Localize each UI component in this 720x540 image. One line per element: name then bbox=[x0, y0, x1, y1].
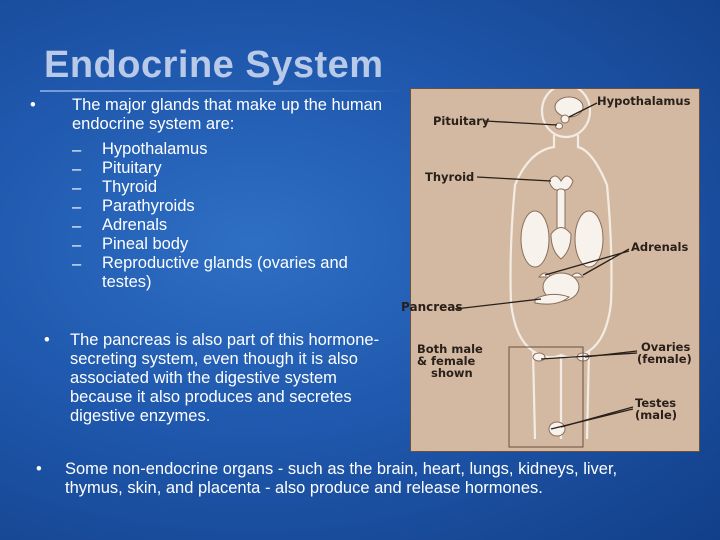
thyroid-shape bbox=[548, 175, 574, 191]
dash-symbol: – bbox=[72, 179, 82, 197]
gland-pineal-body: Pineal body bbox=[102, 235, 189, 253]
gland-thyroid: Thyroid bbox=[102, 178, 158, 196]
list-item: – Thyroid bbox=[72, 178, 392, 197]
testes-shape bbox=[548, 421, 566, 437]
list-item: – Hypothalamus bbox=[72, 140, 392, 159]
label-hypothalamus: Hypothalamus bbox=[597, 94, 691, 108]
dash-symbol: – bbox=[72, 160, 82, 178]
gland-pituitary: Pituitary bbox=[102, 159, 162, 177]
testes-pointer-2 bbox=[550, 408, 634, 430]
label-testes-line1: Testes bbox=[635, 396, 677, 410]
bullet-pancreas-text: The pancreas is also part of this hormon… bbox=[70, 331, 380, 425]
left-lung-shape bbox=[520, 210, 550, 268]
label-both-line2: & female bbox=[417, 354, 476, 368]
bullet-symbol: • bbox=[36, 460, 42, 478]
label-ovaries-line1: Ovaries bbox=[641, 340, 691, 354]
pituitary-pointer bbox=[484, 120, 558, 126]
dash-symbol: – bbox=[72, 217, 82, 235]
dash-symbol: – bbox=[72, 198, 82, 216]
bullet-non-endocrine: • Some non-endocrine organs - such as th… bbox=[36, 460, 656, 498]
gland-parathyroids: Parathyroids bbox=[102, 197, 195, 215]
list-item: – Adrenals bbox=[72, 216, 392, 235]
heart-shape bbox=[550, 227, 572, 260]
label-thyroid: Thyroid bbox=[425, 170, 475, 184]
reproductive-box bbox=[508, 346, 584, 448]
gland-list: – Hypothalamus – Pituitary – Thyroid – Parat… bbox=[72, 140, 392, 292]
gland-reproductive: Reproductive glands (ovaries and testes) bbox=[102, 254, 348, 291]
label-both-line1: Both male bbox=[417, 342, 483, 356]
pancreas-pointer bbox=[454, 298, 542, 310]
dash-symbol: – bbox=[72, 141, 82, 159]
bullet-symbol: • bbox=[44, 331, 50, 349]
label-ovaries-line2: (female) bbox=[637, 352, 692, 366]
label-testes-line2: (male) bbox=[635, 408, 677, 422]
thyroid-pointer bbox=[476, 176, 552, 182]
dash-symbol: – bbox=[72, 255, 82, 273]
ovary-left-shape bbox=[532, 352, 546, 362]
label-both-line3: shown bbox=[431, 366, 473, 380]
bullet-symbol: • bbox=[30, 96, 36, 114]
right-lung-shape bbox=[574, 210, 604, 268]
gland-hypothalamus: Hypothalamus bbox=[102, 140, 208, 158]
dash-symbol: – bbox=[72, 236, 82, 254]
bullet-non-endocrine-text: Some non-endocrine organs - such as the … bbox=[65, 460, 618, 497]
brain-shape bbox=[554, 96, 584, 118]
bullet-intro-text: The major glands that make up the human … bbox=[72, 96, 383, 133]
pituitary-shape bbox=[555, 122, 563, 130]
hypothalamus-pointer bbox=[568, 102, 598, 118]
label-pituitary: Pituitary bbox=[433, 114, 490, 128]
adrenals-pointer-2 bbox=[544, 250, 630, 276]
body-illustration bbox=[454, 89, 638, 448]
bullet-intro: • The major glands that make up the huma… bbox=[30, 96, 390, 134]
bullet-pancreas: • The pancreas is also part of this horm… bbox=[44, 331, 394, 426]
list-item: – Pineal body bbox=[72, 235, 392, 254]
list-item: – Reproductive glands (ovaries and testes… bbox=[72, 254, 392, 292]
pancreas-shape bbox=[534, 293, 571, 305]
label-adrenals: Adrenals bbox=[631, 240, 689, 254]
ovaries-pointer-2 bbox=[540, 352, 638, 360]
list-item: – Pituitary bbox=[72, 159, 392, 178]
list-item: – Parathyroids bbox=[72, 197, 392, 216]
endocrine-diagram: Hypothalamus Pituitary Thyroid Adrenals … bbox=[401, 88, 700, 452]
page-title: Endocrine System bbox=[44, 44, 384, 86]
title-underline bbox=[40, 90, 410, 92]
head-outline bbox=[540, 89, 592, 139]
label-pancreas: Pancreas bbox=[401, 300, 463, 314]
hypothalamus-shape bbox=[560, 114, 570, 124]
gland-adrenals: Adrenals bbox=[102, 216, 168, 234]
